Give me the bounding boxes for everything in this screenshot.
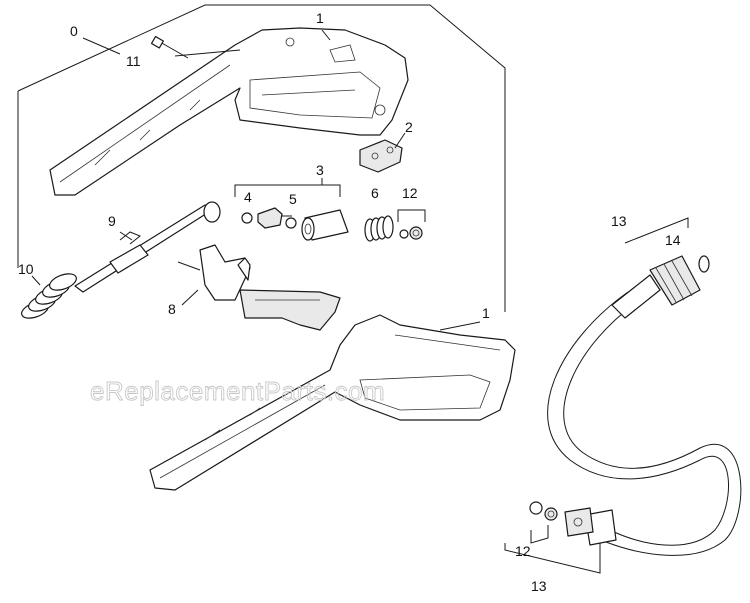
callout-14: 14 xyxy=(665,232,681,248)
assembly-outline xyxy=(17,4,506,312)
bracket-part-9 xyxy=(119,231,141,245)
upper-housing-part xyxy=(49,27,409,196)
bracket-part-12-top xyxy=(397,209,426,222)
oring-part-14 xyxy=(698,255,710,273)
hose-assembly xyxy=(547,255,742,556)
callout-10: 10 xyxy=(18,261,34,277)
nut-part-12-bottom xyxy=(544,507,558,521)
nut-part-12-top xyxy=(409,226,423,240)
callout-9: 9 xyxy=(108,213,116,229)
callout-3: 3 xyxy=(316,162,324,178)
callout-0: 0 xyxy=(70,23,78,39)
hose-coupler-bottom xyxy=(564,507,617,546)
spring-part-10 xyxy=(21,273,77,319)
callout-12-top: 12 xyxy=(402,185,418,201)
valve-sleeve xyxy=(301,209,349,241)
oring-part-4 xyxy=(241,212,253,224)
callout-4: 4 xyxy=(244,189,252,205)
watermark: eReplacementParts.com xyxy=(90,376,385,406)
bracket-part-12-bottom xyxy=(530,525,549,544)
screw-part-11 xyxy=(150,35,189,59)
leader-lines xyxy=(31,29,481,331)
callout-6: 6 xyxy=(371,185,379,201)
callout-5: 5 xyxy=(289,191,297,207)
valve-pin xyxy=(257,207,292,229)
callout-1-top: 1 xyxy=(316,10,324,26)
callout-1-mid: 1 xyxy=(482,305,490,321)
callout-13-top: 13 xyxy=(611,213,627,229)
callout-2: 2 xyxy=(405,119,413,135)
oring-part-12-top xyxy=(399,229,409,239)
callout-8: 8 xyxy=(168,301,176,317)
oring-part-5 xyxy=(285,217,297,229)
lower-housing-part xyxy=(149,314,516,491)
lock-button-part-2 xyxy=(359,139,403,173)
callout-12-bottom: 12 xyxy=(515,543,531,559)
callout-13-bottom: 13 xyxy=(531,578,547,594)
spring-part-6 xyxy=(364,215,394,242)
trigger-part-8 xyxy=(177,244,341,331)
valve-rod-part-9 xyxy=(74,201,221,293)
bracket-part-13-top xyxy=(624,217,689,244)
callout-11: 11 xyxy=(126,53,141,69)
oring-part-12-bottom xyxy=(529,501,543,515)
bracket-part-3 xyxy=(234,184,341,197)
bracket-part-13-bottom xyxy=(504,543,601,574)
